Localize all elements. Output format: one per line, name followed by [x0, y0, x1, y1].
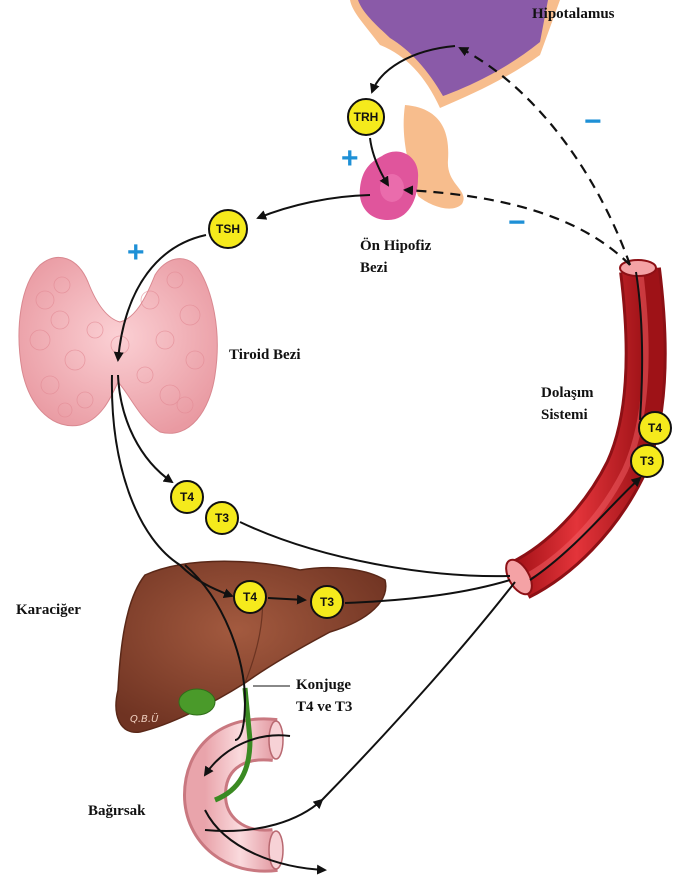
tsh-plus-sign: + [127, 238, 145, 268]
t4-liver-text: T4 [243, 590, 257, 604]
trh-text: TRH [354, 110, 379, 124]
anterior-pituitary-shape [360, 152, 418, 220]
t3-blood-text: T3 [640, 454, 654, 468]
circulation-label-2: Sistemi [541, 405, 588, 425]
tsh-badge: TSH [208, 209, 248, 249]
t3-blood-badge: T3 [630, 444, 664, 478]
anterior-pituitary-label-1: Ön Hipofiz [360, 236, 431, 256]
hypothalamus-shape [350, 0, 560, 108]
anterior-pituitary-label-2: Bezi [360, 258, 388, 278]
t4-blood-badge: T4 [638, 411, 672, 445]
t3-thyroid-badge: T3 [205, 501, 239, 535]
gallbladder-shape [179, 689, 215, 715]
thyroid-label: Tiroid Bezi [229, 345, 301, 365]
tsh-text: TSH [216, 222, 240, 236]
liver-artist-mark: Q.B.Ü [130, 712, 159, 725]
trh-plus-sign: + [341, 144, 359, 174]
t3-liver-text: T3 [320, 595, 334, 609]
thyroid-gland-shape [19, 257, 217, 433]
intestine-label: Bağırsak [88, 801, 146, 821]
circulation-label-1: Dolaşım [541, 383, 594, 403]
pituitary-minus-sign: − [508, 208, 526, 238]
conjugate-label-1: Konjuge [296, 675, 351, 695]
t4-thyroid-badge: T4 [170, 480, 204, 514]
t3-thyroid-text: T3 [215, 511, 229, 525]
hypothalamus-minus-sign: − [584, 107, 602, 137]
blood-vessel [501, 260, 656, 598]
t4-liver-badge: T4 [233, 580, 267, 614]
t3-liver-badge: T3 [310, 585, 344, 619]
trh-badge: TRH [347, 98, 385, 136]
t4-blood-text: T4 [648, 421, 662, 435]
liver-label: Karaciğer [16, 600, 81, 620]
conjugate-label-2: T4 ve T3 [296, 697, 352, 717]
hypothalamus-label: Hipotalamus [532, 4, 615, 24]
t4-thyroid-text: T4 [180, 490, 194, 504]
